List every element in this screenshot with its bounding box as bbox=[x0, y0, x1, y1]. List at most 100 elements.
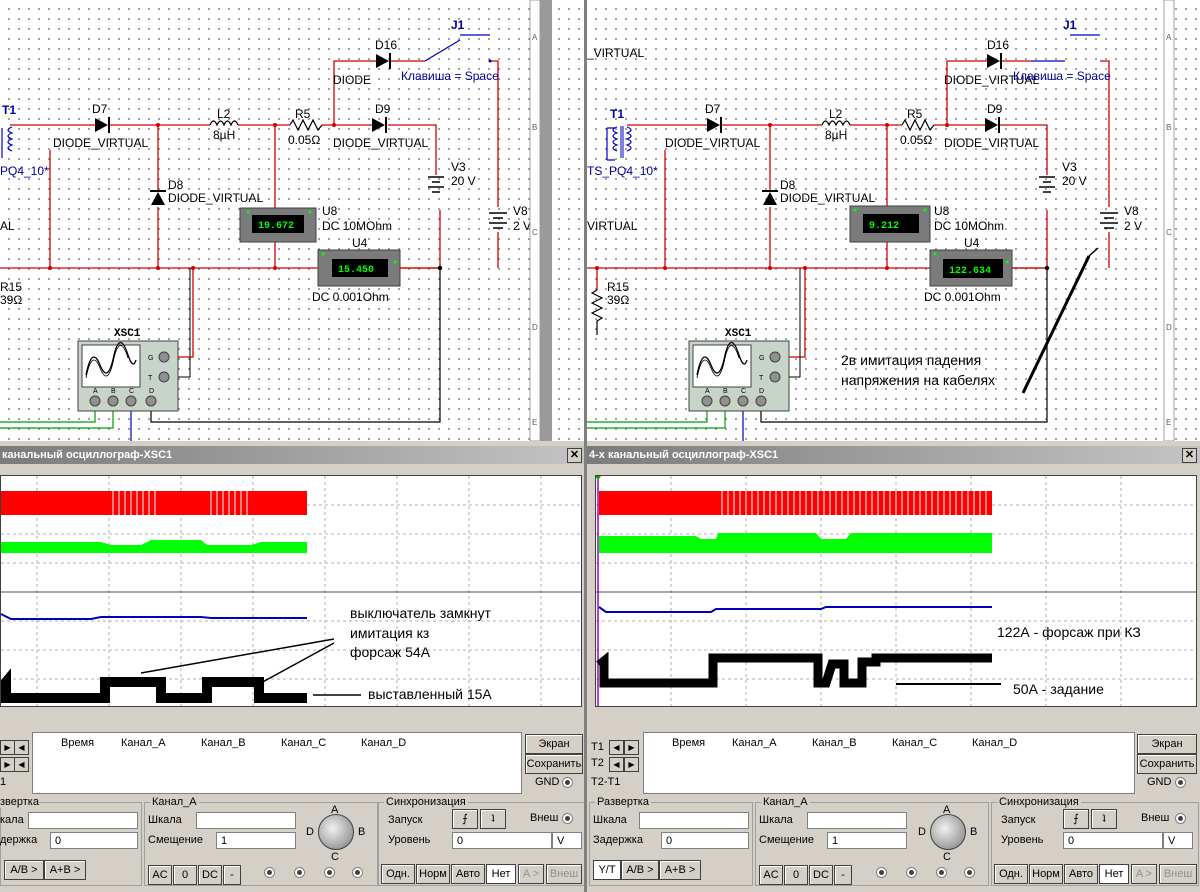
radio-2[interactable] bbox=[906, 867, 917, 878]
normal-button[interactable]: Норм bbox=[1029, 864, 1063, 884]
close-button[interactable]: ✕ bbox=[1182, 448, 1197, 463]
auto-button[interactable]: Авто bbox=[1064, 864, 1098, 884]
reverse-button[interactable]: Экран bbox=[525, 734, 583, 754]
trigger-group bbox=[378, 802, 585, 886]
cursor1-left-button[interactable]: ◀ bbox=[14, 740, 29, 755]
label-key: Клавиша = Space bbox=[1013, 69, 1111, 83]
trigger-ext-button[interactable]: Внеш bbox=[1159, 864, 1197, 884]
timebase-scale-input[interactable] bbox=[639, 812, 749, 829]
radio-4[interactable] bbox=[352, 867, 363, 878]
timebase-scale-label: кала bbox=[0, 814, 24, 826]
trigger-title: Синхронизация bbox=[384, 796, 468, 808]
gnd-radio[interactable] bbox=[562, 777, 573, 788]
ammeter-u4[interactable]: 122.634 bbox=[929, 249, 1013, 287]
trigger-level-unit[interactable]: V bbox=[552, 832, 582, 849]
normal-button[interactable]: Норм bbox=[416, 864, 450, 884]
reverse-button[interactable]: Экран bbox=[1137, 734, 1197, 754]
yt-button[interactable]: Y/T bbox=[593, 860, 621, 880]
oscilloscope-window-titlebar[interactable]: канальный осциллограф-XSC1 ✕ bbox=[0, 446, 585, 464]
auto-button[interactable]: Авто bbox=[451, 864, 485, 884]
a-plus-b-button[interactable]: A+B > bbox=[44, 860, 86, 880]
coupling-zero-button[interactable]: 0 bbox=[173, 865, 197, 885]
cursor2-right-button[interactable]: ▶ bbox=[624, 757, 639, 772]
single-button[interactable]: Одн. bbox=[994, 864, 1028, 884]
svg-text:G: G bbox=[759, 355, 764, 362]
radio-4[interactable] bbox=[964, 867, 975, 878]
voltmeter-u8[interactable]: 19.672 bbox=[239, 207, 317, 243]
channel-scale-input[interactable] bbox=[196, 812, 296, 829]
cursor1-right-button[interactable]: ▶ bbox=[0, 740, 15, 755]
external-radio[interactable] bbox=[562, 813, 573, 824]
svg-text:G: G bbox=[148, 355, 153, 362]
annotation-setpoint: 50А - задание bbox=[1013, 681, 1104, 697]
cursor2-left-button[interactable]: ◀ bbox=[14, 757, 29, 772]
rising-edge-button[interactable]: ⨍ bbox=[1063, 809, 1089, 829]
ammeter-u4[interactable]: 15.450 bbox=[317, 249, 401, 287]
oscilloscope-window-titlebar[interactable]: 4-х канальный осциллограф-XSC1 ✕ bbox=[587, 446, 1200, 464]
close-button[interactable]: ✕ bbox=[567, 448, 582, 463]
radio-1[interactable] bbox=[876, 867, 887, 878]
cursor2-right-button[interactable]: ▶ bbox=[0, 757, 15, 772]
radio-3[interactable] bbox=[936, 867, 947, 878]
falling-edge-button[interactable]: ʇ bbox=[480, 809, 506, 829]
label-t1: T1 bbox=[610, 107, 624, 121]
measurement-table: Время Канал_A Канал_B Канал_C Канал_D bbox=[643, 732, 1135, 794]
label-virtual-top: _VIRTUAL bbox=[587, 46, 644, 60]
oscilloscope-screen[interactable] bbox=[0, 475, 582, 707]
trigger-level-input[interactable]: 0 bbox=[1063, 832, 1163, 849]
rising-edge-button[interactable]: ⨍ bbox=[452, 809, 478, 829]
a-plus-b-button[interactable]: A+B > bbox=[659, 860, 701, 880]
radio-2[interactable] bbox=[294, 867, 305, 878]
trigger-a-button[interactable]: A > bbox=[1131, 864, 1157, 884]
timebase-delay-input[interactable]: 0 bbox=[50, 832, 138, 849]
invert-button[interactable]: - bbox=[223, 865, 241, 885]
channel-selector-knob[interactable] bbox=[930, 814, 966, 850]
gnd-radio[interactable] bbox=[1175, 777, 1186, 788]
trigger-ext-button[interactable]: Внеш bbox=[546, 864, 582, 884]
radio-3[interactable] bbox=[324, 867, 335, 878]
channel-scale-input[interactable] bbox=[807, 812, 907, 829]
none-button[interactable]: Нет bbox=[1099, 864, 1129, 884]
channel-offset-input[interactable]: 1 bbox=[827, 832, 907, 849]
label-u8-mode: DC 10MOhm bbox=[934, 219, 1004, 233]
external-radio[interactable] bbox=[1175, 813, 1186, 824]
ab-button[interactable]: A/B > bbox=[4, 860, 44, 880]
single-button[interactable]: Одн. bbox=[381, 864, 415, 884]
coupling-ac-button[interactable]: AC bbox=[759, 865, 783, 885]
radio-1[interactable] bbox=[264, 867, 275, 878]
invert-button[interactable]: - bbox=[834, 865, 852, 885]
cursor1-left-button[interactable]: ◀ bbox=[609, 740, 624, 755]
cursor2-left-button[interactable]: ◀ bbox=[609, 757, 624, 772]
coupling-dc-button[interactable]: DC bbox=[198, 865, 222, 885]
trigger-level-unit[interactable]: V bbox=[1163, 832, 1193, 849]
voltmeter-u8[interactable]: 9.212 bbox=[849, 205, 931, 243]
col-channel-d: Канал_D bbox=[972, 737, 1018, 749]
channel-offset-input[interactable]: 1 bbox=[216, 832, 296, 849]
cursor1-right-button[interactable]: ▶ bbox=[624, 740, 639, 755]
label-u8: U8 bbox=[322, 204, 338, 218]
channel-scale-label: Шкала bbox=[148, 814, 182, 826]
coupling-zero-button[interactable]: 0 bbox=[784, 865, 808, 885]
col-channel-c: Канал_C bbox=[892, 737, 938, 749]
falling-edge-button[interactable]: ʇ bbox=[1091, 809, 1117, 829]
oscilloscope-screen[interactable] bbox=[595, 475, 1197, 707]
trigger-level-input[interactable]: 0 bbox=[452, 832, 552, 849]
label-xsc1: XSC1 bbox=[725, 328, 752, 340]
coupling-dc-button[interactable]: DC bbox=[809, 865, 833, 885]
save-button[interactable]: Сохранить bbox=[525, 754, 583, 774]
timebase-delay-input[interactable]: 0 bbox=[661, 832, 749, 849]
external-label: Внеш bbox=[1141, 812, 1170, 824]
coupling-ac-button[interactable]: AC bbox=[148, 865, 172, 885]
channel-selector-knob[interactable] bbox=[318, 814, 354, 850]
svg-text:A: A bbox=[532, 33, 538, 42]
timebase-scale-input[interactable] bbox=[28, 812, 138, 829]
trigger-a-button[interactable]: A > bbox=[518, 864, 544, 884]
none-button[interactable]: Нет bbox=[486, 864, 516, 884]
svg-text:B: B bbox=[111, 388, 116, 395]
ab-button[interactable]: A/B > bbox=[621, 860, 659, 880]
save-button[interactable]: Сохранить bbox=[1137, 754, 1197, 774]
